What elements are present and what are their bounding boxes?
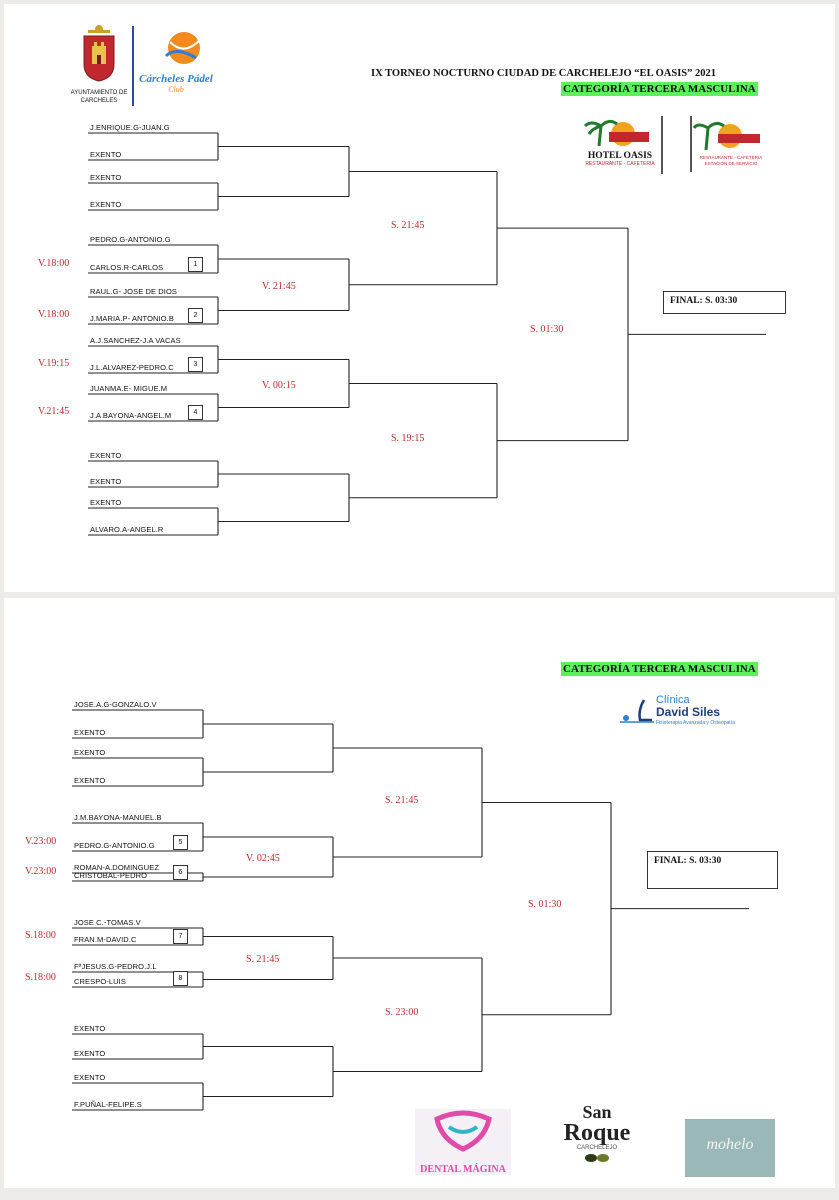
player-name: EXENTO (90, 200, 122, 209)
round3-time: S. 21:45 (391, 220, 425, 232)
player-name: CRISTOBAL-PEDRO (74, 871, 148, 880)
san-roque-sub: CARCHELEJO (576, 1145, 618, 1151)
round2-time: S. 21:45 (246, 954, 280, 965)
padel-club-logo: Cárcheles Pádel Club (136, 26, 216, 108)
mohelo-logo: mohelo (685, 1119, 775, 1177)
player-name: J.L.ALVAREZ-PEDRO.C (90, 363, 174, 372)
player-name: ALVARO.A-ANGEL.R (90, 525, 164, 534)
round1-time: V.23:00 (25, 866, 57, 877)
clinica-sub: Fisioterapia Avanzada y Osteopatía (656, 720, 735, 726)
round2-time: V. 00:15 (262, 379, 296, 391)
palm-tree-icon (692, 121, 760, 151)
san-roque-line1: San (582, 1103, 612, 1122)
player-name: EXENTO (90, 451, 122, 460)
player-name: CRESPO-LUIS (74, 977, 126, 986)
physio-figure-icon (620, 699, 654, 723)
round1-time: S.18:00 (25, 972, 56, 983)
round1-time: V.21:45 (38, 406, 70, 417)
hotel-oasis-name: HOTEL OASIS (587, 151, 653, 161)
player-name: JUANMA.E- MIGUE.M (90, 384, 168, 393)
round1-time: V.19:15 (38, 358, 70, 369)
round3-time: S. 19:15 (391, 432, 425, 444)
clinica-line2: David Siles (656, 705, 721, 719)
player-name: PEDRO.G-ANTONIO.G (74, 841, 155, 850)
player-name: FRAN.M-DAVID.C (74, 935, 137, 944)
dental-magina-name: DENTAL MÁGINA (420, 1164, 506, 1175)
palm-tree-icon (583, 119, 649, 147)
match-number-box: 1 (188, 257, 203, 272)
player-name: J.M.BAYONA-MANUEL.B (74, 813, 162, 822)
match-number-box: 3 (188, 357, 203, 372)
player-name: FªJESUS.G-PEDRO.J.L (74, 962, 157, 971)
tournament-title: IX TORNEO NOCTURNO CIUDAD DE CARCHELEJO … (371, 68, 717, 79)
match-number-box: 5 (173, 835, 188, 850)
player-name: J.A BAYONA-ANGEL.M (90, 411, 172, 420)
olive-icon (585, 1154, 609, 1162)
round1-time: V.18:00 (38, 309, 70, 320)
bracket-page-2: CATEGORÍA TERCERA MASCULINA Clínica Davi… (4, 598, 835, 1188)
match-number-box: 4 (188, 405, 203, 420)
player-name: EXENTO (74, 728, 106, 737)
player-name: EXENTO (74, 1049, 106, 1058)
match-number-box: 8 (173, 971, 188, 986)
category-label: CATEGORÍA TERCERA MASCULINA (561, 662, 758, 676)
round2-time: V. 02:45 (246, 853, 280, 864)
clinica-line1: Clínica (656, 694, 690, 706)
match-number-box: 7 (173, 929, 188, 944)
round3-time: S. 21:45 (385, 794, 419, 806)
logo-divider (132, 26, 134, 106)
player-name: ROMAN-A.DOMINGUEZ (74, 863, 160, 872)
category-label: CATEGORÍA TERCERA MASCULINA (561, 82, 758, 96)
semifinal-time: S. 01:30 (528, 898, 562, 910)
san-roque-logo: San Roque CARCHELEJO (549, 1103, 645, 1175)
clinica-logo: Clínica David Siles Fisioterapia Avanzad… (616, 694, 766, 728)
hotel-oasis-sub: RESTAURANTE - CAFETERIA (585, 161, 655, 167)
tooth-icon (434, 1110, 492, 1152)
castle-shield-icon (83, 25, 115, 82)
final-box: FINAL: S. 03:30 (647, 851, 778, 889)
padel-ball-icon (164, 32, 201, 64)
hotel-oasis-logo: HOTEL OASIS RESTAURANTE - CAFETERIA (579, 116, 663, 174)
padel-club-name: Cárcheles Pádel (139, 73, 213, 85)
match-number-box: 2 (188, 308, 203, 323)
match-number-box: 6 (173, 865, 188, 880)
round1-time: V.18:00 (38, 258, 70, 269)
mohelo-name: mohelo (706, 1136, 754, 1153)
player-name: J.MARIA.P- ANTONIO.B (90, 314, 174, 323)
player-name: EXENTO (74, 776, 106, 785)
semifinal-time: S. 01:30 (530, 324, 564, 336)
player-name: EXENTO (74, 748, 106, 757)
padel-club-sub: Club (168, 85, 184, 94)
player-name: EXENTO (90, 498, 122, 507)
bracket-page-1: AYUNTAMIENTO DE CARCHELES Cárcheles Páde… (4, 4, 835, 592)
san-roque-line2: Roque (563, 1120, 631, 1146)
player-name: EXENTO (74, 1024, 106, 1033)
player-name: JOSE C.-TOMAS.V (74, 918, 141, 927)
player-name: RAUL.G- JOSE DE DIOS (90, 287, 178, 296)
oasis2-logo: RESTAURANTE - CAFETERIA ESTACION DE SERV… (690, 116, 770, 172)
final-box: FINAL: S. 03:30 (663, 291, 786, 314)
oasis2-sub: RESTAURANTE - CAFETERIA ESTACION DE SERV… (699, 155, 763, 166)
ayuntamiento-logo: AYUNTAMIENTO DE CARCHELES (68, 24, 130, 108)
bracket-lines (88, 132, 766, 536)
round2-time: V. 21:45 (262, 280, 296, 292)
round1-time: S.18:00 (25, 930, 56, 941)
player-name: F.PUÑAL-FELIPE.S (74, 1100, 142, 1109)
dental-magina-logo: DENTAL MÁGINA (415, 1109, 511, 1175)
player-name: EXENTO (74, 1073, 106, 1082)
player-name: A.J.SANCHEZ-J.A VACAS (90, 336, 181, 345)
player-name: JOSE.A.G-GONZALO.V (74, 700, 157, 709)
round1-time: V.23:00 (25, 836, 57, 847)
player-name: J.ENRIQUE.G-JUAN.G (90, 123, 170, 132)
player-name: EXENTO (90, 477, 122, 486)
player-name: PEDRO.G-ANTONIO.G (90, 235, 171, 244)
player-name: EXENTO (90, 173, 122, 182)
ayuntamiento-name: AYUNTAMIENTO DE CARCHELES (70, 90, 128, 104)
bracket-lines (72, 709, 749, 1111)
round3-time: S. 23:00 (385, 1006, 419, 1018)
player-name: CARLOS.R-CARLOS (90, 263, 164, 272)
player-name: EXENTO (90, 150, 122, 159)
